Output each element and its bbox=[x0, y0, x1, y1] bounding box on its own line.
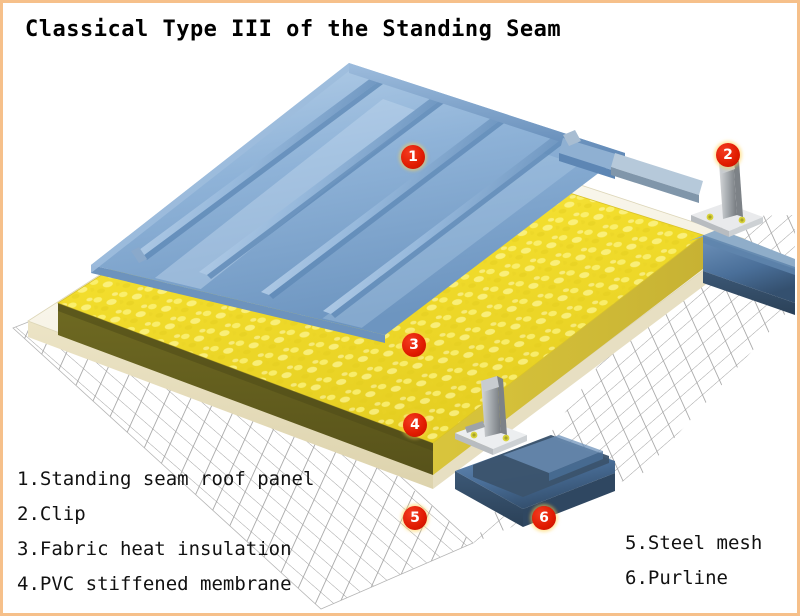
badge-5[interactable]: 5 bbox=[403, 506, 427, 530]
legend-item-2: 2.Clip bbox=[17, 502, 314, 526]
legend-item-6-number: 6. bbox=[625, 566, 648, 589]
badge-4[interactable]: 4 bbox=[403, 413, 427, 437]
legend-item-1-number: 1. bbox=[17, 468, 40, 490]
legend-item-5: 5.Steel mesh bbox=[625, 532, 763, 555]
legend-item-5-number: 5. bbox=[625, 532, 648, 554]
clip-lower bbox=[455, 376, 527, 455]
legend-item-4-number: 4. bbox=[17, 572, 40, 595]
legend-item-6: 6.Purline bbox=[625, 566, 762, 590]
legend-item-4-label: PVC stiffened membrane bbox=[39, 572, 292, 595]
legend-right: 5.Steel mesh 6.Purline bbox=[625, 532, 763, 603]
clip-upper bbox=[691, 158, 763, 237]
badge-3[interactable]: 3 bbox=[402, 333, 426, 357]
legend-item-2-label: Clip bbox=[39, 502, 86, 525]
legend-item-1: 1.Standing seam roof panel bbox=[17, 468, 315, 491]
badge-1[interactable]: 1 bbox=[401, 145, 425, 169]
legend-item-3-number: 3. bbox=[17, 537, 40, 560]
legend-item-1-label: Standing seam roof panel bbox=[39, 468, 315, 490]
badge-6[interactable]: 6 bbox=[532, 506, 556, 530]
badge-2[interactable]: 2 bbox=[716, 143, 740, 167]
legend-item-2-number: 2. bbox=[17, 502, 40, 525]
legend-item-3: 3.Fabric heat insulation bbox=[17, 537, 314, 561]
legend-item-6-label: Purline bbox=[647, 566, 728, 589]
legend-item-4: 4.PVC stiffened membrane bbox=[17, 572, 314, 596]
page-title: Classical Type III of the Standing Seam bbox=[25, 17, 562, 42]
seam-ribs bbox=[135, 75, 567, 318]
legend-left: 1.Standing seam roof panel 2.Clip 3.Fabr… bbox=[17, 468, 315, 608]
purline-upper bbox=[689, 229, 795, 315]
panel-end-seam-detail bbox=[563, 130, 703, 203]
roof-assembly-illustration bbox=[12, 63, 795, 610]
legend-item-3-label: Fabric heat insulation bbox=[39, 537, 292, 560]
legend-item-5-label: Steel mesh bbox=[647, 532, 763, 554]
standing-seam-roof-panel bbox=[91, 63, 625, 343]
